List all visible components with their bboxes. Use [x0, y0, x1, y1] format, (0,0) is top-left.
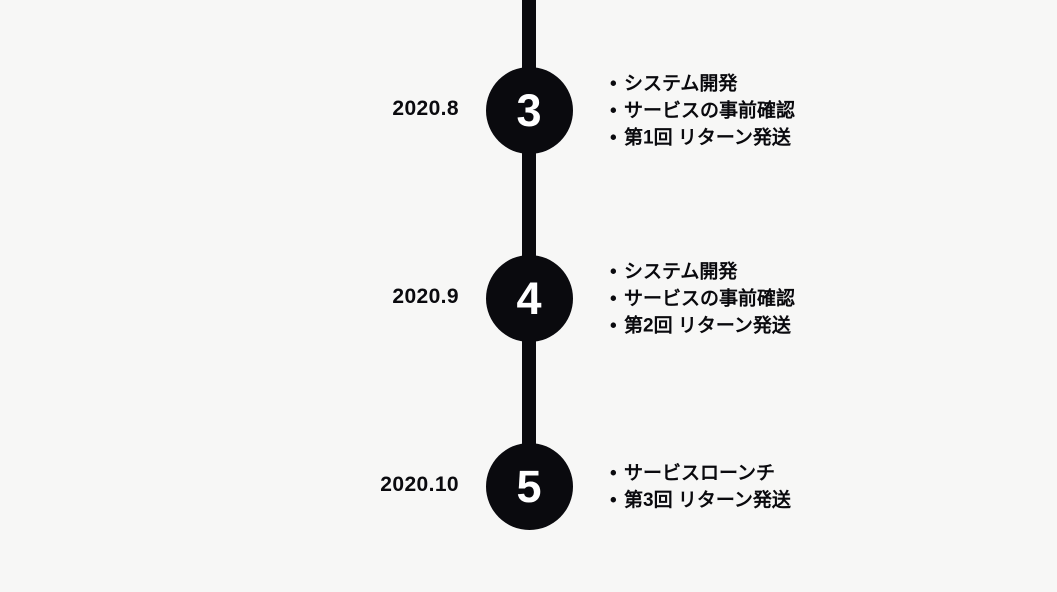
milestone-task-list: • サービスローンチ • 第3回 リターン発送 [610, 460, 1010, 514]
milestone-task-item: • 第2回 リターン発送 [610, 313, 1010, 340]
milestone-task-item: • サービスの事前確認 [610, 286, 1010, 313]
milestone-task-label: サービスの事前確認 [624, 100, 796, 122]
milestone-task-item: • システム開発 [610, 71, 1010, 98]
bullet-icon: • [610, 315, 617, 337]
milestone-task-item: • 第3回 リターン発送 [610, 487, 1010, 514]
milestone-node-circle: 5 [485, 443, 573, 530]
bullet-icon: • [610, 490, 617, 511]
bullet-icon: • [610, 288, 617, 310]
milestone-task-label: サービスローンチ [624, 463, 776, 484]
milestone-node-circle: 3 [485, 67, 573, 154]
bullet-icon: • [610, 261, 617, 283]
milestone-step-number: 4 [516, 273, 542, 324]
milestone-task-label: 第2回 リターン発送 [624, 315, 791, 337]
milestone-task-item: • サービスの事前確認 [610, 98, 1010, 125]
bullet-icon: • [610, 73, 617, 95]
milestone-step-number: 3 [516, 85, 542, 136]
milestone-task-list: • システム開発 • サービスの事前確認 • 第2回 リターン発送 [610, 259, 1010, 340]
milestone-task-item: • システム開発 [610, 259, 1010, 286]
bullet-icon: • [610, 127, 617, 149]
milestone-task-label: 第1回 リターン発送 [624, 127, 791, 149]
milestone-date-label: 2020.8 [392, 97, 459, 120]
milestone-task-label: システム開発 [624, 261, 738, 283]
milestone-task-list: • システム開発 • サービスの事前確認 • 第1回 リターン発送 [610, 71, 1010, 152]
milestone-task-label: システム開発 [624, 73, 738, 95]
milestone-task-label: サービスの事前確認 [624, 288, 796, 310]
milestone-task-item: • 第1回 リターン発送 [610, 125, 1010, 152]
milestone-date-label: 2020.10 [380, 473, 459, 496]
bullet-icon: • [610, 463, 617, 484]
milestone-task-item: • サービスローンチ [610, 460, 1010, 487]
milestone-step-number: 5 [516, 461, 542, 512]
milestone-node-circle: 4 [485, 255, 573, 342]
bullet-icon: • [610, 100, 617, 122]
milestone-task-label: 第3回 リターン発送 [624, 490, 791, 511]
milestone-date-label: 2020.9 [392, 285, 459, 308]
